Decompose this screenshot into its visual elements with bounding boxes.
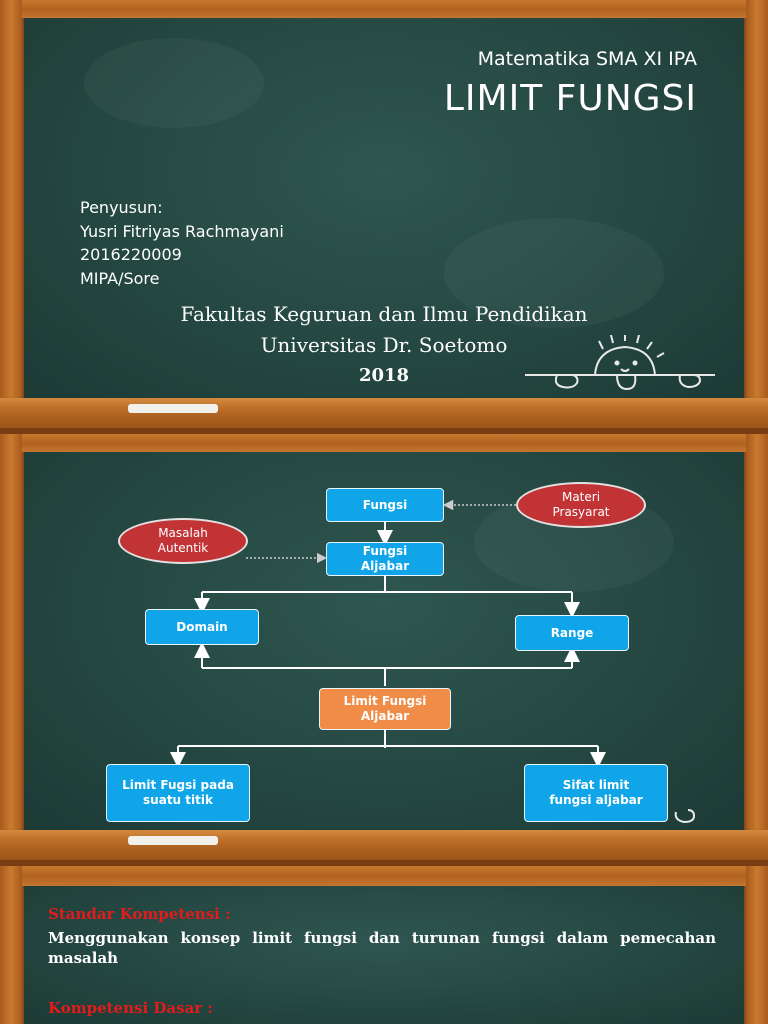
node-limit-line2: Aljabar <box>361 709 409 724</box>
node-domain: Domain <box>145 609 259 645</box>
standar-kompetensi-heading: Standar Kompetensi : <box>48 905 231 923</box>
node-fungsi-aljabar-line2: Aljabar <box>361 559 409 574</box>
standar-kompetensi-text: Menggunakan konsep limit fungsi dan turu… <box>48 928 716 968</box>
node-materi-prasyarat: Materi Prasyarat <box>516 482 646 528</box>
node-fungsi: Fungsi <box>326 488 444 522</box>
node-sifat-limit: Sifat limit fungsi aljabar <box>524 764 668 822</box>
slide3-frame-right <box>746 866 768 1024</box>
node-materi-line2: Prasyarat <box>552 505 609 520</box>
node-sifat-line2: fungsi aljabar <box>549 793 642 808</box>
node-fungsi-aljabar-line1: Fungsi <box>363 544 408 559</box>
node-masalah-autentik: Masalah Autentik <box>118 518 248 564</box>
node-materi-line1: Materi <box>562 490 600 505</box>
node-fungsi-aljabar: Fungsi Aljabar <box>326 542 444 576</box>
node-limit-fungsi-aljabar: Limit Fungsi Aljabar <box>319 688 451 730</box>
slide2-chalk-tray <box>0 830 768 860</box>
node-masalah-line2: Autentik <box>158 541 209 556</box>
slide3-frame-left <box>0 866 22 1024</box>
node-limit-line1: Limit Fungsi <box>344 694 427 709</box>
node-titik-line1: Limit Fugsi pada <box>122 778 234 793</box>
node-limit-titik: Limit Fugsi pada suatu titik <box>106 764 250 822</box>
node-masalah-line1: Masalah <box>158 526 208 541</box>
node-sifat-line1: Sifat limit <box>563 778 630 793</box>
node-range: Range <box>515 615 629 651</box>
concept-map-connectors <box>0 0 768 864</box>
node-titik-line2: suatu titik <box>143 793 213 808</box>
slide3-frame-top <box>0 866 768 886</box>
chalk-stick <box>128 836 218 845</box>
kompetensi-dasar-heading: Kompetensi Dasar : <box>48 999 213 1017</box>
doodle-hands-icon <box>672 800 712 830</box>
